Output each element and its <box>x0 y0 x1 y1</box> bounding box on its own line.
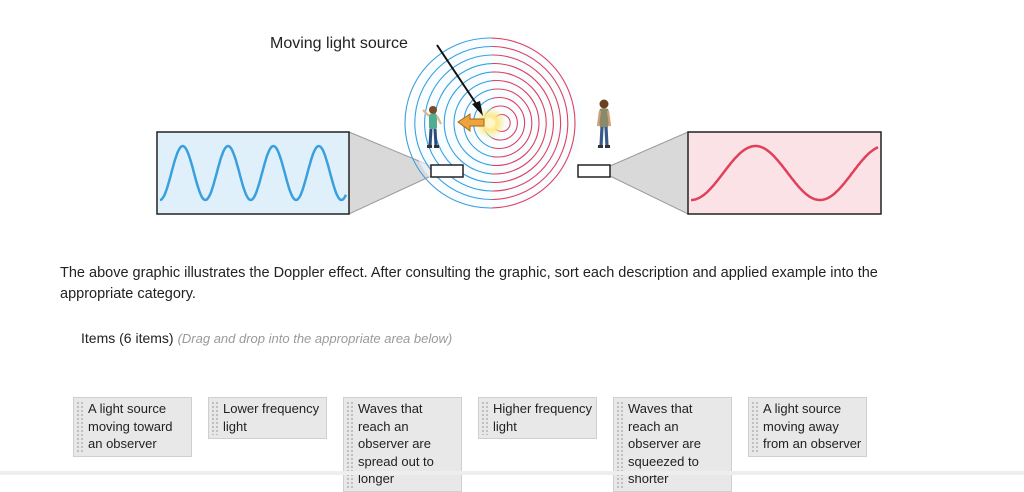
doppler-figure: Moving light source <box>156 35 882 215</box>
drag-handle-icon[interactable] <box>76 401 83 453</box>
items-header: Items (6 items)(Drag and drop into the a… <box>81 330 452 346</box>
bottom-divider <box>0 471 1024 475</box>
drag-item[interactable]: A light source moving toward an observer <box>73 397 192 457</box>
label-pointer-arrowhead <box>472 101 483 116</box>
drag-handle-icon[interactable] <box>481 401 488 435</box>
moving-light-source-label: Moving light source <box>270 35 408 52</box>
right-sample-box <box>577 164 611 178</box>
drag-handle-icon[interactable] <box>616 401 623 488</box>
red-wave-panel <box>687 131 882 215</box>
drag-handle-icon[interactable] <box>751 401 758 453</box>
light-source <box>485 118 495 128</box>
left-sample-box <box>430 164 464 178</box>
drag-item[interactable]: A light source moving away from an obser… <box>748 397 867 457</box>
drag-item[interactable]: Lower frequency light <box>208 397 327 439</box>
drag-item[interactable]: Waves that reach an observer are spread … <box>343 397 462 492</box>
motion-arrow-icon <box>457 113 485 132</box>
items-hint: (Drag and drop into the appropriate area… <box>177 331 453 346</box>
blue-wave-panel <box>156 131 350 215</box>
long-wavelength-wave <box>691 144 879 202</box>
drag-item[interactable]: Waves that reach an observer are squeeze… <box>613 397 732 492</box>
observer-left-icon <box>422 106 442 148</box>
drag-item[interactable]: Higher frequency light <box>478 397 597 439</box>
items-count: Items (6 items) <box>81 330 174 346</box>
question-text: The above graphic illustrates the Dopple… <box>60 265 878 302</box>
observer-right-icon <box>596 99 612 148</box>
label-pointer-line <box>436 44 480 109</box>
right-magnifier-cone <box>609 131 689 215</box>
drag-handle-icon[interactable] <box>346 401 353 488</box>
drag-handle-icon[interactable] <box>211 401 218 435</box>
short-wavelength-wave <box>159 144 348 202</box>
